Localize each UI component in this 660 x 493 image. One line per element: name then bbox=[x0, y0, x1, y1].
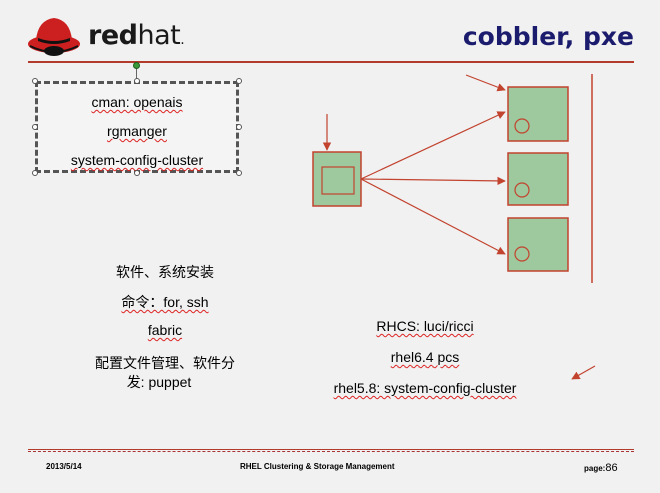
footer-course-title: RHEL Clustering & Storage Management bbox=[240, 462, 395, 471]
list-item: rhel6.4 pcs bbox=[390, 349, 460, 365]
resize-handle-middle-left[interactable] bbox=[32, 124, 38, 130]
target-node-3[interactable] bbox=[507, 217, 569, 272]
source-node-screen bbox=[321, 166, 355, 195]
shadowman-icon bbox=[28, 18, 80, 56]
resize-handle-top-right[interactable] bbox=[236, 78, 242, 84]
arrow-to-node-1 bbox=[360, 111, 506, 180]
redhat-logo bbox=[24, 10, 199, 60]
textbox-line-1: cman: openais bbox=[91, 94, 183, 110]
list-item: 软件、系统安装 bbox=[116, 264, 214, 280]
target-node-1-indicator bbox=[514, 118, 530, 134]
list-item: 配置文件管理、软件分 bbox=[95, 355, 235, 371]
resize-handle-top-center[interactable] bbox=[134, 78, 140, 84]
footer-date: 2013/5/14 bbox=[46, 462, 82, 471]
rotate-handle-stem bbox=[136, 67, 137, 81]
resize-handle-bottom-center[interactable] bbox=[134, 170, 140, 176]
resize-handle-bottom-left[interactable] bbox=[32, 170, 38, 176]
resize-handle-middle-right[interactable] bbox=[236, 124, 242, 130]
footer-divider-dashed bbox=[28, 451, 634, 452]
list-item: 命令：for, ssh bbox=[121, 294, 209, 310]
textbox-line-2: rgmanger bbox=[107, 123, 167, 139]
slide-title: cobbler, pxe bbox=[462, 22, 634, 51]
incoming-arrow-node-1 bbox=[465, 74, 506, 92]
rotate-handle[interactable] bbox=[133, 62, 140, 69]
footer-page-number: page:86 bbox=[584, 462, 618, 474]
textbox-line-3: system-config-cluster bbox=[70, 152, 204, 168]
resize-handle-bottom-right[interactable] bbox=[236, 170, 242, 176]
header-divider bbox=[28, 61, 634, 63]
target-node-1[interactable] bbox=[507, 86, 569, 142]
list-item: 发: puppet bbox=[126, 374, 192, 390]
target-node-2-indicator bbox=[514, 182, 530, 198]
logo-wordmark: redhat. bbox=[88, 20, 185, 51]
footer-divider bbox=[28, 449, 634, 450]
list-item: rhel5.8: system-config-cluster bbox=[333, 380, 517, 396]
arrow-to-node-3 bbox=[360, 178, 506, 255]
resize-handle-top-left[interactable] bbox=[32, 78, 38, 84]
list-item: fabric bbox=[147, 322, 183, 338]
list-item: RHCS: luci/ricci bbox=[376, 318, 474, 334]
arrow-to-node-2 bbox=[360, 176, 506, 186]
target-node-2[interactable] bbox=[507, 152, 569, 206]
pointer-arrow bbox=[571, 365, 596, 380]
target-node-3-indicator bbox=[514, 246, 530, 262]
